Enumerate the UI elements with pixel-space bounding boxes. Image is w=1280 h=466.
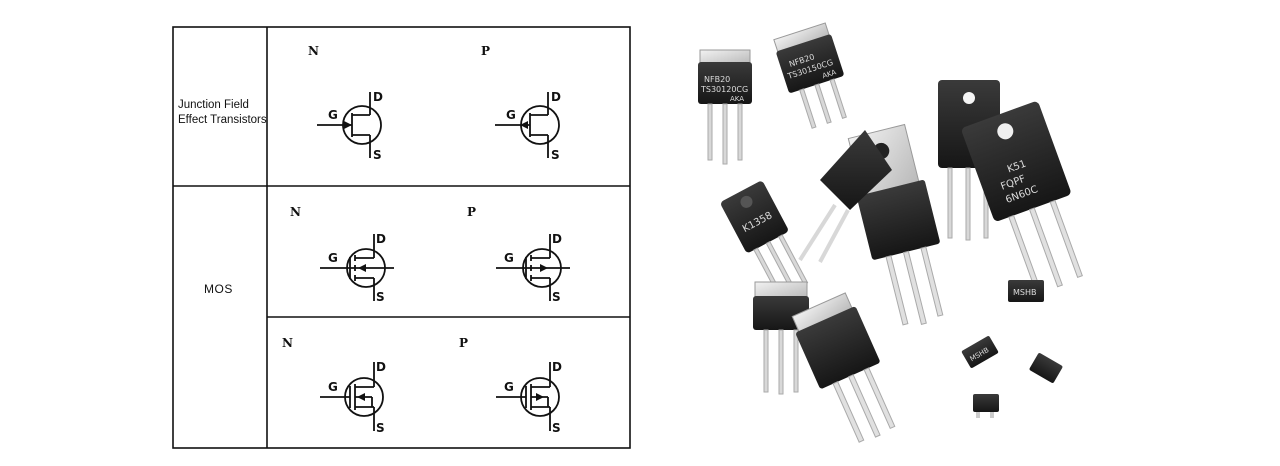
- marking-mshb-a: MSHB: [1013, 288, 1036, 297]
- jfet-n-drain-letter: D: [373, 90, 383, 104]
- mos-dep-n-drain-letter: D: [376, 360, 386, 374]
- mos-dep-n-gate-letter: G: [328, 380, 338, 394]
- jfet-p-drain-letter: D: [551, 90, 561, 104]
- jfet-p-label: P: [481, 44, 491, 58]
- mos-dep-n-label: N: [282, 336, 293, 350]
- jfet-label-line-1: Junction Field: [178, 99, 249, 111]
- jfet-p-source-letter: S: [551, 148, 560, 162]
- mos-enh-n-label: N: [290, 205, 301, 219]
- sot23-package-2: MSHB: [961, 336, 999, 368]
- jfet-p-gate-letter: G: [506, 108, 516, 122]
- sot23-package-1: MSHB: [1008, 280, 1044, 302]
- sot23-package-3: [1029, 353, 1063, 383]
- to220-package-2: NFB20 TS30150CG AKA: [773, 22, 847, 129]
- mos-dep-n-source-letter: S: [376, 421, 385, 435]
- jfet-n-source-letter: S: [373, 148, 382, 162]
- mosfet-enhancement-p-symbol: G D S: [496, 232, 570, 304]
- jfet-n-label: N: [308, 44, 319, 58]
- jfet-label-line-2: Effect Transistors: [178, 114, 267, 126]
- to220-package-1: NFB20 TS30120CG AKA: [698, 49, 752, 165]
- mosfet-depletion-n-symbol: G D S: [320, 360, 386, 435]
- mos-enh-n-gate-letter: G: [328, 251, 338, 265]
- mos-enh-p-gate-letter: G: [504, 251, 514, 265]
- marking-nfb20-a: NFB20: [704, 75, 730, 84]
- mos-enh-n-source-letter: S: [376, 290, 385, 304]
- jfet-n-channel-symbol: G D S: [317, 90, 383, 162]
- jfet-p-channel-symbol: G D S: [495, 90, 561, 162]
- to220-package-4: [798, 130, 892, 263]
- mosfet-depletion-p-symbol: G D S: [496, 360, 562, 435]
- marking-ts30120cg: TS30120CG: [700, 85, 748, 94]
- mos-dep-p-source-letter: S: [552, 421, 561, 435]
- mos-enh-p-drain-letter: D: [552, 232, 562, 246]
- jfet-n-gate-letter: G: [328, 108, 338, 122]
- mos-enh-n-drain-letter: D: [376, 232, 386, 246]
- jfet-row-label: Junction Field Effect Transistors: [178, 98, 267, 128]
- mos-dep-p-drain-letter: D: [552, 360, 562, 374]
- mosfet-enhancement-n-symbol: G D S: [320, 232, 394, 304]
- mos-enh-p-source-letter: S: [552, 290, 561, 304]
- to220f-package-fqpf: K51 FQPF 6N60C: [962, 101, 1083, 294]
- marking-aka-a: AKA: [730, 95, 744, 103]
- mos-enh-p-label: P: [467, 205, 477, 219]
- transistor-packages-photo: NFB20 TS30120CG AKA NFB20 TS30150CG AKA …: [698, 22, 1083, 443]
- mos-dep-p-gate-letter: G: [504, 380, 514, 394]
- to220-package-6: [791, 292, 896, 443]
- mos-dep-p-label: P: [459, 336, 469, 350]
- sot23-package-4: [973, 394, 999, 418]
- mos-row-label: MOS: [204, 282, 233, 296]
